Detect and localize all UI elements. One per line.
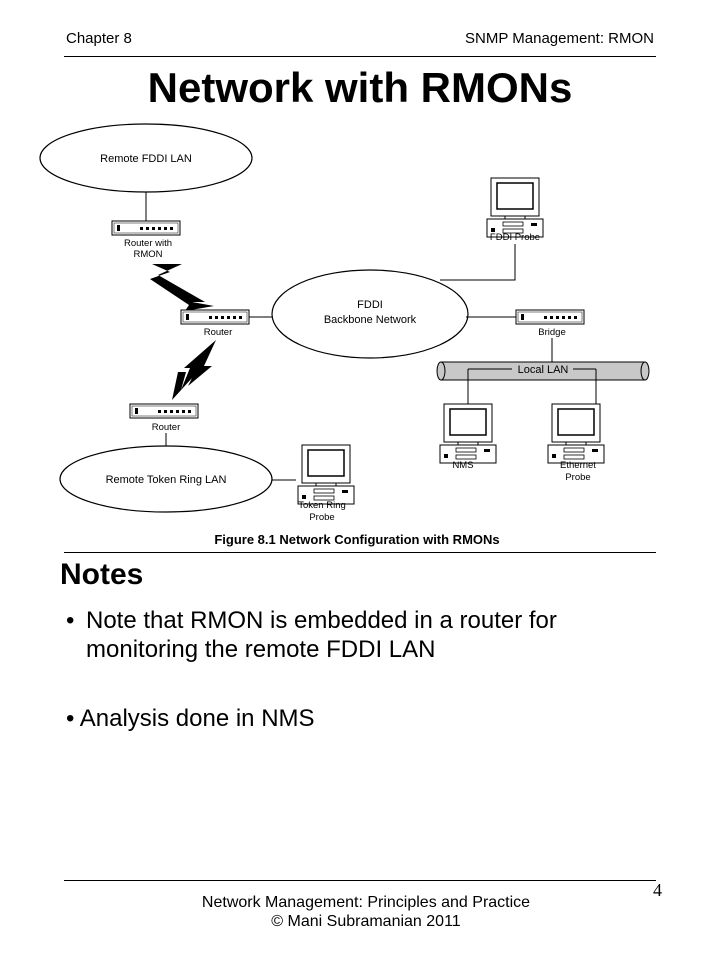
notes-heading: Notes bbox=[60, 558, 144, 591]
fddi-probe-label: FDDI Probe bbox=[490, 232, 540, 243]
remote-token-ring-label: Remote Token Ring LAN bbox=[106, 474, 227, 486]
header-topic: SNMP Management: RMON bbox=[465, 30, 654, 47]
token-ring-probe-icon bbox=[297, 444, 355, 505]
note-text: Note that RMON is embedded in a router f… bbox=[86, 607, 557, 663]
ethernet-probe-label-1: Ethernet bbox=[560, 460, 596, 471]
note-item: • Analysis done in NMS bbox=[66, 704, 315, 733]
header-divider bbox=[64, 56, 656, 57]
figure-caption: Figure 8.1 Network Configuration with RM… bbox=[214, 532, 499, 547]
bridge-icon bbox=[515, 309, 585, 325]
note-item: • Note that RMON is embedded in a router… bbox=[66, 606, 666, 664]
header-chapter: Chapter 8 bbox=[66, 30, 132, 47]
network-diagram: Remote FDDI LAN Router with RMON Router … bbox=[39, 123, 650, 547]
remote-fddi-lan-label: Remote FDDI LAN bbox=[100, 153, 192, 165]
token-ring-probe-label-2: Probe bbox=[309, 512, 334, 523]
router-middle-label: Router bbox=[204, 327, 233, 338]
router-rmon-label-1: Router with bbox=[124, 238, 172, 249]
note-bullet: • bbox=[66, 607, 75, 634]
link-fddi-probe bbox=[440, 244, 516, 281]
fddi-backbone-ellipse bbox=[271, 269, 469, 359]
router-rmon-label-2: RMON bbox=[133, 249, 162, 260]
fddi-backbone-label-2: Backbone Network bbox=[324, 314, 417, 326]
fddi-backbone-label-1: FDDI bbox=[357, 299, 383, 311]
footer-divider bbox=[64, 880, 656, 881]
footer-copyright: © Mani Subramanian 2011 bbox=[271, 913, 461, 930]
local-lan-end-left bbox=[436, 361, 446, 381]
router-bottom-icon bbox=[129, 403, 199, 419]
wan-lightning-icon-2 bbox=[172, 340, 216, 400]
note-text: Analysis done in NMS bbox=[79, 705, 315, 732]
footer-book-title: Network Management: Principles and Pract… bbox=[201, 894, 531, 911]
ethernet-probe-icon bbox=[547, 403, 605, 464]
wan-lightning-icon-1 bbox=[150, 264, 214, 311]
local-lan-end-right bbox=[640, 361, 650, 381]
router-rmon-icon bbox=[111, 220, 181, 236]
router-middle-icon bbox=[180, 309, 250, 325]
nms-label: NMS bbox=[452, 460, 473, 471]
nms-icon bbox=[439, 403, 497, 464]
bridge-label: Bridge bbox=[538, 327, 565, 338]
notes-divider bbox=[64, 552, 656, 553]
page-number: 4 bbox=[653, 880, 662, 900]
local-lan-label: Local LAN bbox=[518, 364, 569, 376]
router-bottom-label: Router bbox=[152, 422, 181, 433]
ethernet-probe-label-2: Probe bbox=[565, 472, 590, 483]
token-ring-probe-label-1: Token Ring bbox=[298, 500, 346, 511]
note-bullet: • bbox=[66, 705, 75, 732]
fddi-probe-icon bbox=[486, 177, 544, 238]
slide-title: Network with RMONs bbox=[147, 64, 573, 111]
remote-token-ring-ellipse bbox=[59, 445, 273, 513]
